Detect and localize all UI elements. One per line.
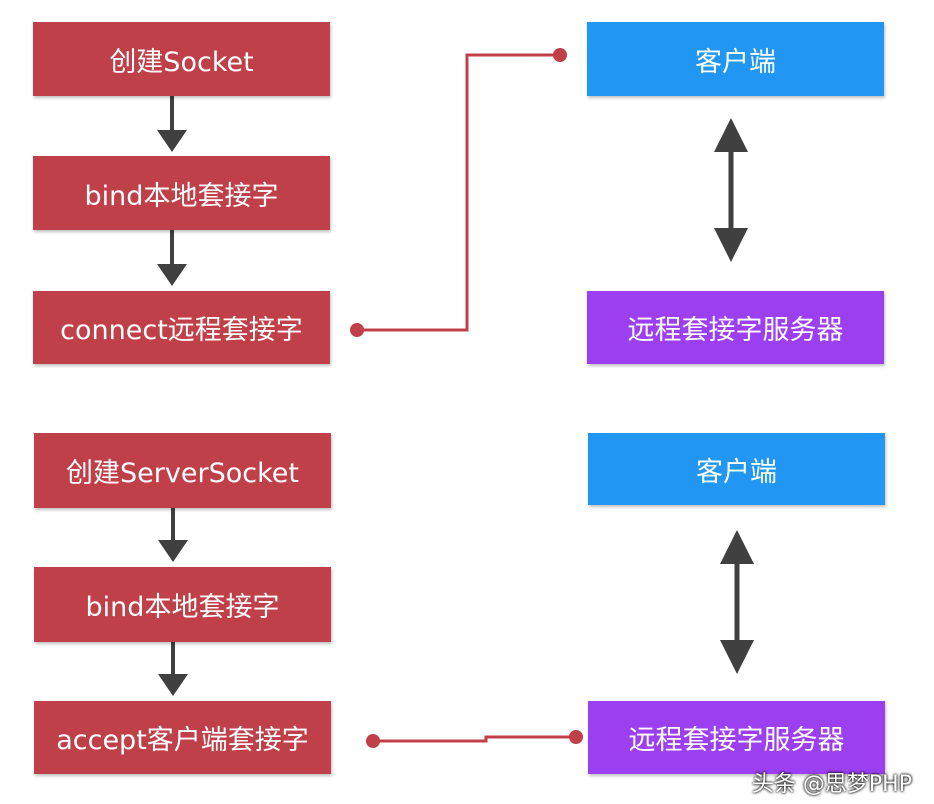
client-box: 客户端 (588, 433, 885, 505)
step-accept-client-socket: accept客户端套接字 (34, 701, 331, 774)
remote-server-box: 远程套接字服务器 (588, 701, 885, 774)
connect-connector (350, 48, 567, 337)
down-arrow (157, 96, 187, 152)
accept-connector (366, 730, 583, 748)
step-bind-local-socket: bind本地套接字 (33, 156, 330, 230)
bidirectional-arrow (714, 118, 748, 262)
step-create-socket: 创建Socket (33, 22, 330, 96)
step-create-server-socket: 创建ServerSocket (34, 433, 331, 508)
down-arrow (158, 508, 188, 562)
bidirectional-arrow (720, 530, 754, 674)
step-bind-local-socket: bind本地套接字 (34, 567, 331, 642)
client-box: 客户端 (587, 22, 884, 96)
down-arrow (157, 230, 187, 286)
step-connect-remote-socket: connect远程套接字 (33, 291, 330, 364)
down-arrow (158, 642, 188, 696)
remote-server-box: 远程套接字服务器 (587, 291, 884, 364)
watermark: 头条 @思梦PHP (751, 772, 912, 797)
